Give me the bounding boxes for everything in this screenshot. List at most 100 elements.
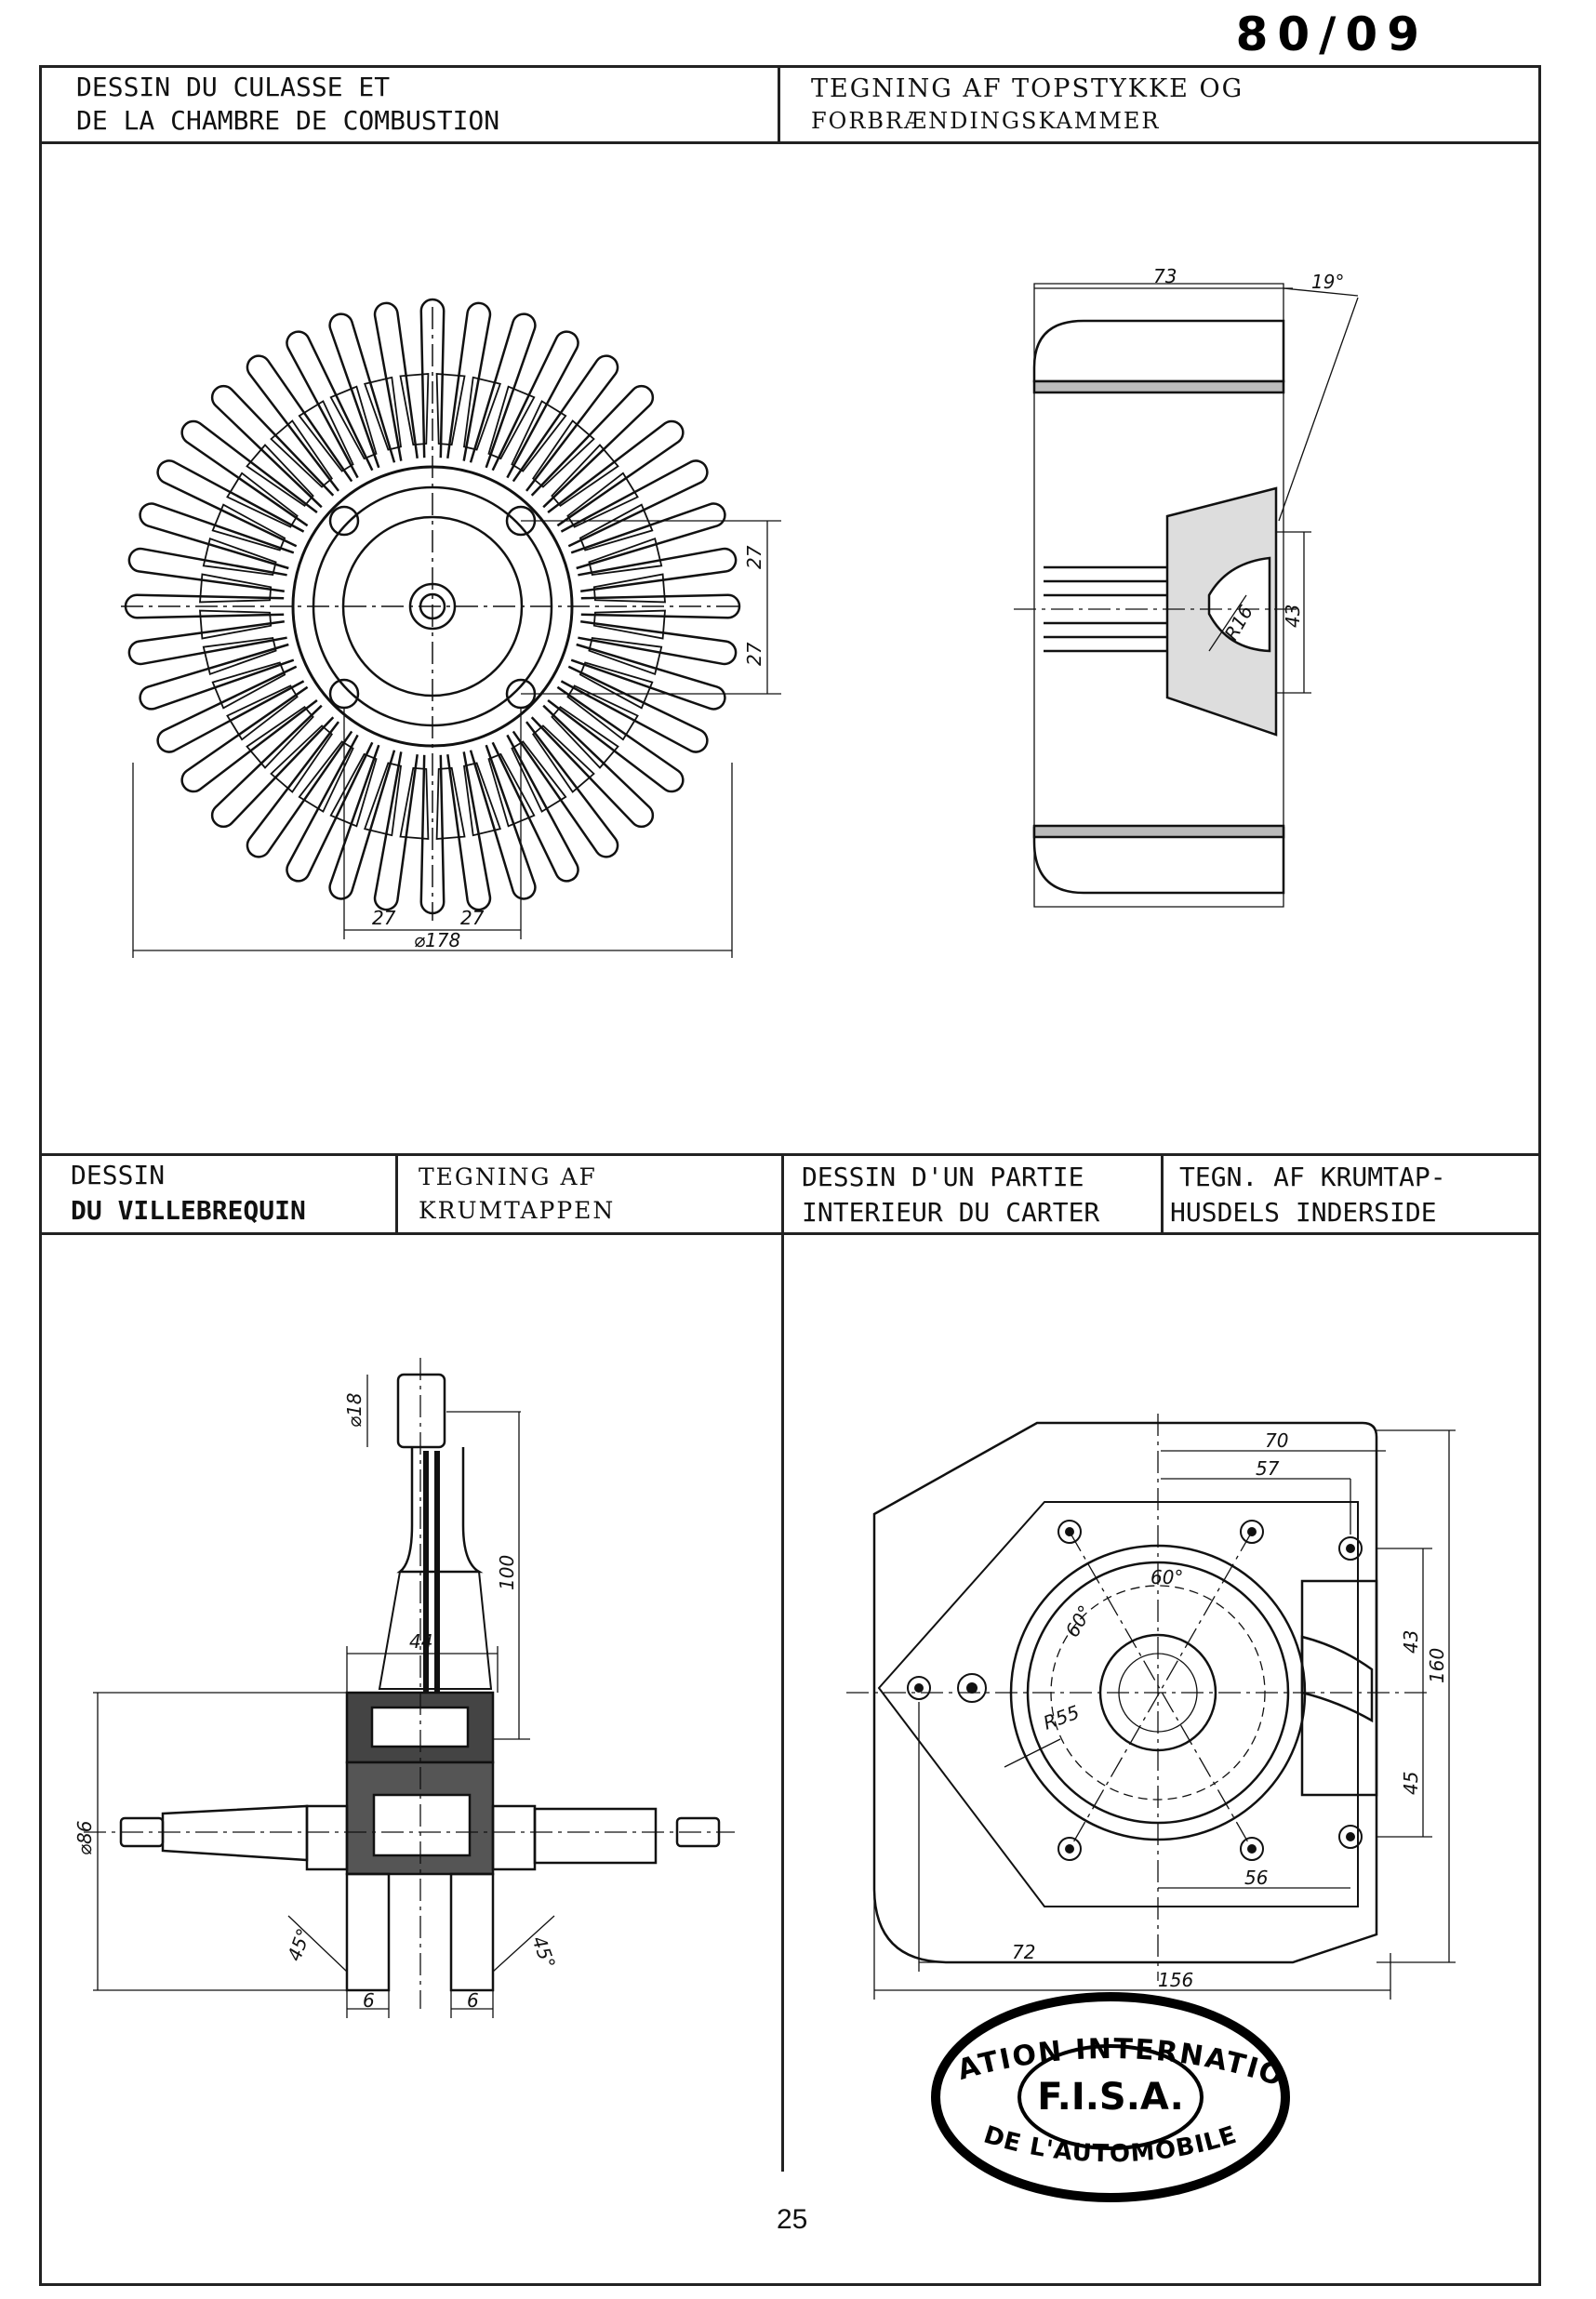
fin-slot [566, 472, 639, 528]
fin-slot [199, 609, 273, 640]
page-code: 80/09 [1235, 7, 1429, 61]
crankshaft-drawing [84, 1358, 735, 2018]
cylinder-head-side-section [1014, 283, 1359, 908]
page-frame [39, 65, 1541, 2286]
cooling-fin [530, 704, 655, 829]
title-head-da-2: FORBRÆNDINGSKAMMER [811, 108, 1161, 134]
title-crank-fr-1: DESSIN [71, 1160, 166, 1190]
cooling-fin [286, 734, 374, 883]
fin-slot [531, 419, 595, 488]
cooling-fin [286, 330, 374, 479]
cooling-fin [210, 384, 335, 509]
cooling-fin [127, 620, 287, 666]
dim-27-right: 27 [460, 907, 485, 929]
fin-slot [463, 762, 501, 837]
dim-6-left: 6 [363, 1989, 375, 2012]
subcolumn-divider-right [1161, 1153, 1164, 1232]
cooling-fin [180, 685, 318, 793]
dim-r55: R55 [1041, 1701, 1083, 1734]
fin-slot [246, 444, 314, 508]
cooling-fin [547, 419, 685, 527]
fin-slot [329, 752, 378, 828]
cylinder-head-front-view [121, 298, 781, 958]
title-carter-da-2: HUSDELS INDERSIDE [1170, 1197, 1437, 1228]
cooling-fin [127, 547, 287, 592]
fin-slot [487, 752, 536, 828]
cooling-fin [139, 502, 295, 570]
dim-height-43: 43 [1282, 605, 1304, 628]
crankcase-drawing [846, 1414, 1456, 2000]
cooling-fin [469, 744, 537, 900]
dim-angle-45-left: 45° [283, 1925, 315, 1964]
title-crank-fr-2: DU VILLEBREQUIN [71, 1195, 306, 1226]
column-divider-top [778, 65, 780, 141]
dim-width-73: 73 [1153, 265, 1177, 287]
fin-slot [202, 637, 277, 675]
subcolumn-divider-left [395, 1153, 398, 1232]
fin-slot [270, 724, 334, 793]
fin-slot [202, 538, 277, 576]
dim-56: 56 [1244, 1867, 1268, 1889]
title-head-da-1: TEGNING AF TOPSTYKKE OG [811, 74, 1244, 103]
fin-slot [199, 573, 273, 604]
fin-slot [246, 705, 314, 769]
cooling-fin [210, 704, 335, 829]
cooling-fin [446, 751, 492, 911]
cooling-fin [469, 312, 537, 469]
fin-slot [270, 419, 334, 488]
fin-slot [551, 705, 619, 769]
cooling-fin [560, 459, 709, 548]
header-divider-top [39, 141, 1541, 144]
fin-slot [579, 503, 654, 551]
fin-slot [298, 740, 354, 813]
cooling-fin [578, 620, 738, 666]
dim-angle-45-right: 45° [527, 1934, 560, 1973]
fin-slot [511, 400, 567, 472]
dim-43: 43 [1400, 1630, 1422, 1654]
fin-slot [588, 637, 663, 675]
section-divider-middle [39, 1153, 1541, 1156]
cooling-fin [578, 547, 738, 592]
fin-slot [226, 472, 299, 528]
fin-slot [588, 538, 663, 576]
fisa-seal: FEDERATION INTERNATIONALE DE L'AUTOMOBIL… [0, 0, 1290, 2202]
cooling-fin [560, 665, 709, 753]
cooling-fin [156, 459, 305, 548]
fin-slot [364, 376, 402, 451]
title-head-fr-1: DESSIN DU CULASSE ET [76, 72, 391, 102]
dim-27-lower: 27 [743, 642, 765, 666]
fin-slot [463, 376, 501, 451]
cooling-fin [570, 502, 726, 570]
fin-slot [531, 724, 595, 793]
cooling-fin [156, 665, 305, 753]
dim-length-100: 100 [496, 1555, 518, 1590]
dim-diameter-86: ⌀86 [73, 1821, 96, 1856]
fin-slot [399, 766, 430, 840]
dim-diameter-178: ⌀178 [414, 929, 460, 951]
dim-27-left: 27 [372, 907, 396, 929]
cooling-fin [373, 751, 419, 911]
title-carter-fr-1: DESSIN D'UN PARTIE [802, 1162, 1084, 1192]
cooling-fin [570, 643, 726, 711]
title-carter-da-1: TEGN. AF KRUMTAP- [1179, 1162, 1446, 1192]
dim-6-right: 6 [467, 1989, 479, 2012]
title-crank-da-2: KRUMTAPPEN [419, 1197, 616, 1224]
fin-slot [511, 740, 567, 813]
cooling-fin [419, 298, 446, 458]
cooling-fin [530, 384, 655, 509]
cooling-fin [139, 643, 295, 711]
fin-slot [435, 373, 466, 446]
cooling-fin [580, 593, 741, 619]
dim-angle-60-side: 60° [1061, 1601, 1097, 1641]
title-head-fr-2: DE LA CHAMBRE DE COMBUSTION [76, 105, 500, 136]
fin-slot [211, 503, 286, 551]
header-divider-middle [39, 1232, 1541, 1235]
dim-angle-60-top: 60° [1150, 1566, 1183, 1588]
cooling-fin [373, 301, 419, 461]
dim-57: 57 [1256, 1457, 1280, 1480]
dim-72: 72 [1012, 1941, 1035, 1963]
fin-slot [551, 444, 619, 508]
cooling-fin [512, 721, 619, 858]
cooling-fin [547, 685, 685, 793]
